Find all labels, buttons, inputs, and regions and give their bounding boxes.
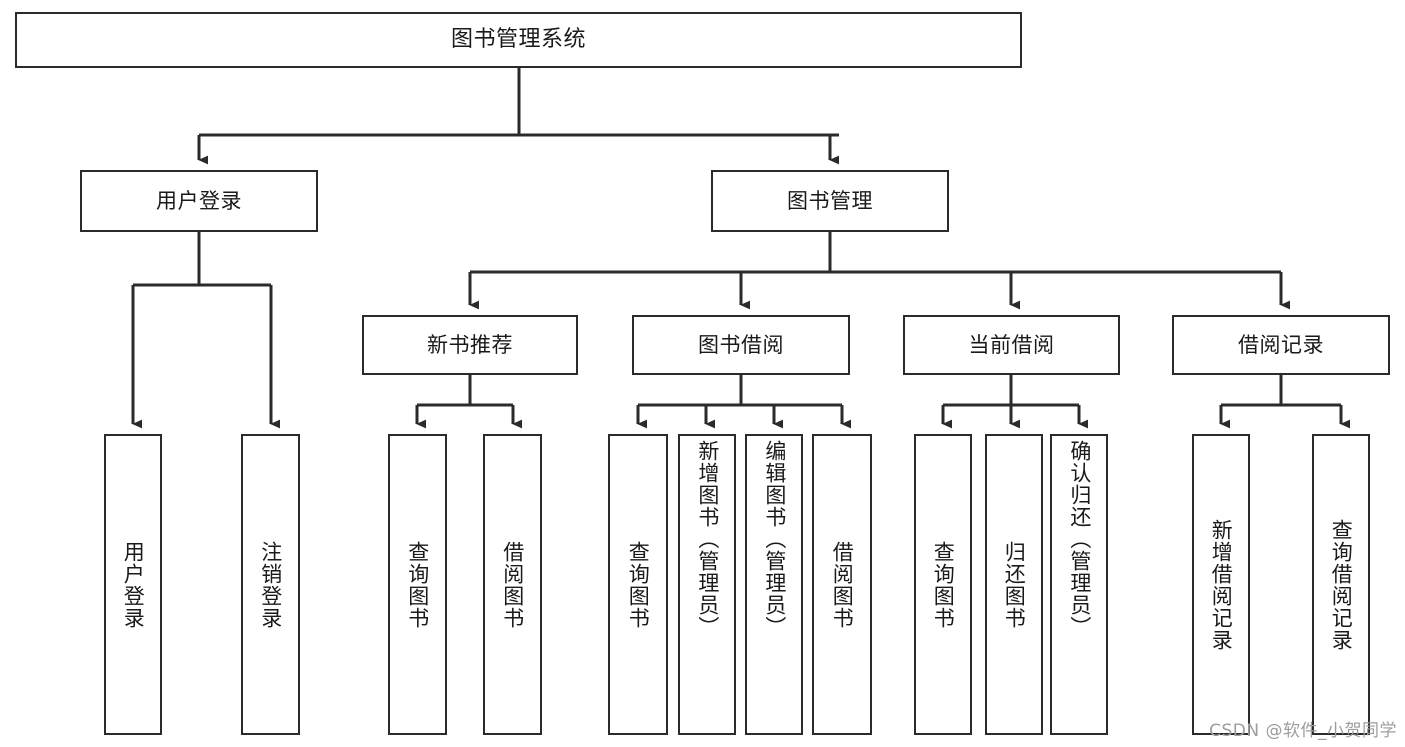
node-label: 借阅图书: [830, 540, 855, 629]
node-label: 注销登录: [258, 540, 283, 629]
node-label: 新书推荐: [427, 332, 513, 357]
node-leaf-user-login[interactable]: 用户登录: [104, 434, 162, 735]
node-label: 编辑图书（管理员）: [762, 440, 787, 638]
node-label: 归还图书: [1002, 540, 1027, 629]
node-label: 图书管理系统: [450, 27, 586, 53]
node-leaf-query-borrow-record[interactable]: 查询借阅记录: [1312, 434, 1370, 735]
node-user-login[interactable]: 用户登录: [80, 170, 318, 232]
node-label: 查询图书: [931, 540, 956, 629]
node-label: 新增图书（管理员）: [695, 440, 720, 638]
node-new-book-recommend[interactable]: 新书推荐: [362, 315, 578, 375]
node-label: 查询借阅记录: [1329, 518, 1354, 651]
node-label: 图书管理: [787, 188, 873, 213]
node-leaf-user-logout[interactable]: 注销登录: [241, 434, 300, 735]
node-label: 查询图书: [626, 540, 651, 629]
node-label: 当前借阅: [968, 332, 1055, 357]
csdn-watermark: CSDN @软件_小贺同学: [1209, 721, 1397, 741]
node-book-borrow[interactable]: 图书借阅: [632, 315, 850, 375]
node-label: 借阅图书: [500, 540, 525, 629]
node-borrow-record[interactable]: 借阅记录: [1172, 315, 1390, 375]
node-label: 用户登录: [121, 540, 146, 629]
node-label: 图书借阅: [698, 332, 784, 357]
node-leaf-add-book[interactable]: 新增图书（管理员）: [678, 434, 736, 735]
node-label: 新增借阅记录: [1209, 518, 1234, 651]
node-current-borrow[interactable]: 当前借阅: [903, 315, 1120, 375]
node-leaf-borrow-book[interactable]: 借阅图书: [812, 434, 872, 735]
node-label: 查询图书: [405, 540, 430, 629]
node-root-system[interactable]: 图书管理系统: [15, 12, 1022, 68]
node-label: 确认归还（管理员）: [1067, 440, 1092, 638]
node-leaf-return-book[interactable]: 归还图书: [985, 434, 1043, 735]
node-leaf-borrow-book-recommend[interactable]: 借阅图书: [483, 434, 542, 735]
node-label: 借阅记录: [1238, 332, 1324, 357]
node-leaf-edit-book[interactable]: 编辑图书（管理员）: [745, 434, 803, 735]
node-leaf-confirm-return[interactable]: 确认归还（管理员）: [1050, 434, 1108, 735]
node-leaf-query-book-borrow[interactable]: 查询图书: [608, 434, 668, 735]
node-label: 用户登录: [156, 188, 242, 213]
node-leaf-query-book-recommend[interactable]: 查询图书: [388, 434, 447, 735]
node-leaf-add-borrow-record[interactable]: 新增借阅记录: [1192, 434, 1250, 735]
node-leaf-query-book-current[interactable]: 查询图书: [914, 434, 972, 735]
node-book-manage[interactable]: 图书管理: [711, 170, 949, 232]
